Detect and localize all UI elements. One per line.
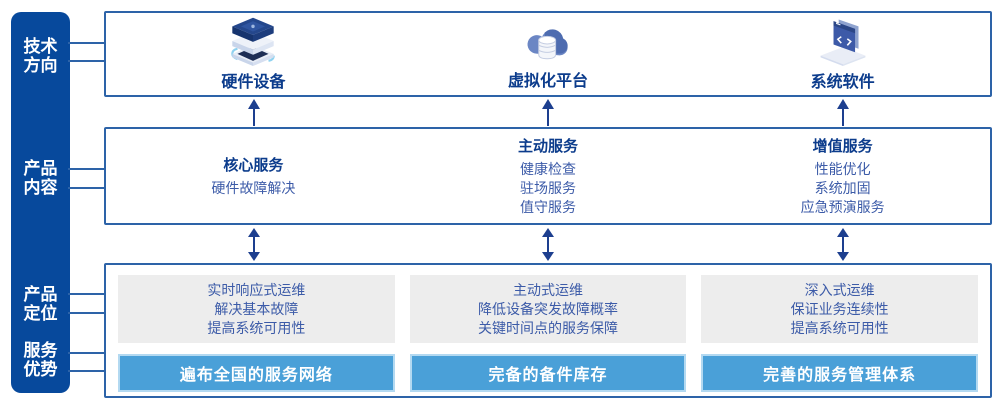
sidebar-label-service-advantage: 服务 优势 xyxy=(23,341,58,379)
double-arrow-icon xyxy=(542,228,554,261)
positioning-line: 实时响应式运维 xyxy=(207,281,306,298)
positioning-line: 保证业务连续性 xyxy=(790,300,889,317)
sidebar-label-product-content: 产品 内容 xyxy=(23,159,58,197)
connector-line xyxy=(68,42,106,44)
content-line: 硬件故障解决 xyxy=(211,180,296,196)
sidebar-label-tech-direction: 技术 方向 xyxy=(23,37,58,75)
up-arrow-icon xyxy=(542,99,554,126)
code-window-icon xyxy=(820,19,866,66)
content-line: 健康检查 xyxy=(520,161,576,177)
content-title: 增值服务 xyxy=(812,138,873,155)
connector-line xyxy=(68,293,106,295)
tech-label-hardware: 硬件设备 xyxy=(221,74,286,91)
positioning-line: 提高系统可用性 xyxy=(790,319,889,336)
content-title: 主动服务 xyxy=(518,138,579,155)
positioning-line: 解决基本故障 xyxy=(214,300,299,317)
sidebar-label-product-positioning: 产品 定位 xyxy=(23,285,58,323)
positioning-gray-box: 深入式运维 保证业务连续性 提高系统可用性 xyxy=(701,275,978,343)
positioning-line: 降低设备突发故障概率 xyxy=(477,300,618,317)
server-stack-icon xyxy=(231,17,276,66)
positioning-gray-box: 实时响应式运维 解决基本故障 提高系统可用性 xyxy=(118,275,395,343)
content-line: 系统加固 xyxy=(814,180,871,196)
connector-line xyxy=(68,352,106,354)
connector-line xyxy=(68,168,106,170)
tech-label-system-software: 系统软件 xyxy=(810,74,875,91)
positioning-col-realtime: 实时响应式运维 解决基本故障 提高系统可用性 遍布全国的服务网络 xyxy=(118,275,395,396)
double-arrow-icon xyxy=(837,228,849,261)
double-arrow-icon xyxy=(248,228,260,261)
connector-line xyxy=(68,312,106,314)
tech-label-virtualization: 虚拟化平台 xyxy=(508,73,589,90)
connector-line xyxy=(68,187,106,189)
tech-direction-box: 硬件设备 虚拟化平台 系统软件 xyxy=(104,11,992,97)
up-arrow-icon xyxy=(837,99,849,126)
cloud-database-icon xyxy=(527,29,568,60)
content-line: 应急预演服务 xyxy=(800,199,885,215)
tech-item-virtualization: 虚拟化平台 xyxy=(401,13,696,95)
connector-line xyxy=(68,60,106,62)
tech-item-hardware: 硬件设备 xyxy=(106,13,401,95)
advantage-bar-service-network: 遍布全国的服务网络 xyxy=(118,354,395,392)
left-category-sidebar: 技术 方向 产品 内容 产品 定位 服务 优势 xyxy=(11,12,70,393)
positioning-col-proactive: 主动式运维 降低设备突发故障概率 关键时间点的服务保障 完备的备件库存 xyxy=(409,275,687,396)
product-content-box: 核心服务 硬件故障解决 主动服务 健康检查 驻场服务 值守服务 增值服务 性能优… xyxy=(104,127,992,225)
positioning-advantage-box: 实时响应式运维 解决基本故障 提高系统可用性 遍布全国的服务网络 主动式运维 降… xyxy=(104,263,992,398)
content-line: 性能优化 xyxy=(814,161,871,177)
up-arrow-icon xyxy=(248,99,260,126)
positioning-col-indepth: 深入式运维 保证业务连续性 提高系统可用性 完善的服务管理体系 xyxy=(701,275,978,396)
content-line: 值守服务 xyxy=(520,199,576,215)
advantage-bar-spare-parts: 完备的备件库存 xyxy=(409,354,687,392)
content-col-proactive-service: 主动服务 健康检查 驻场服务 值守服务 xyxy=(401,129,696,223)
content-line: 驻场服务 xyxy=(520,180,576,196)
positioning-line: 关键时间点的服务保障 xyxy=(477,319,618,336)
positioning-line: 深入式运维 xyxy=(804,281,875,298)
content-col-value-added-service: 增值服务 性能优化 系统加固 应急预演服务 xyxy=(695,129,990,223)
connector-line xyxy=(68,370,106,372)
content-col-core-service: 核心服务 硬件故障解决 xyxy=(106,129,401,223)
advantage-bar-service-management: 完善的服务管理体系 xyxy=(701,354,978,392)
tech-item-system-software: 系统软件 xyxy=(695,13,990,95)
positioning-gray-box: 主动式运维 降低设备突发故障概率 关键时间点的服务保障 xyxy=(409,275,687,343)
positioning-line: 主动式运维 xyxy=(512,281,583,298)
positioning-line: 提高系统可用性 xyxy=(207,319,306,336)
content-title: 核心服务 xyxy=(223,157,284,174)
